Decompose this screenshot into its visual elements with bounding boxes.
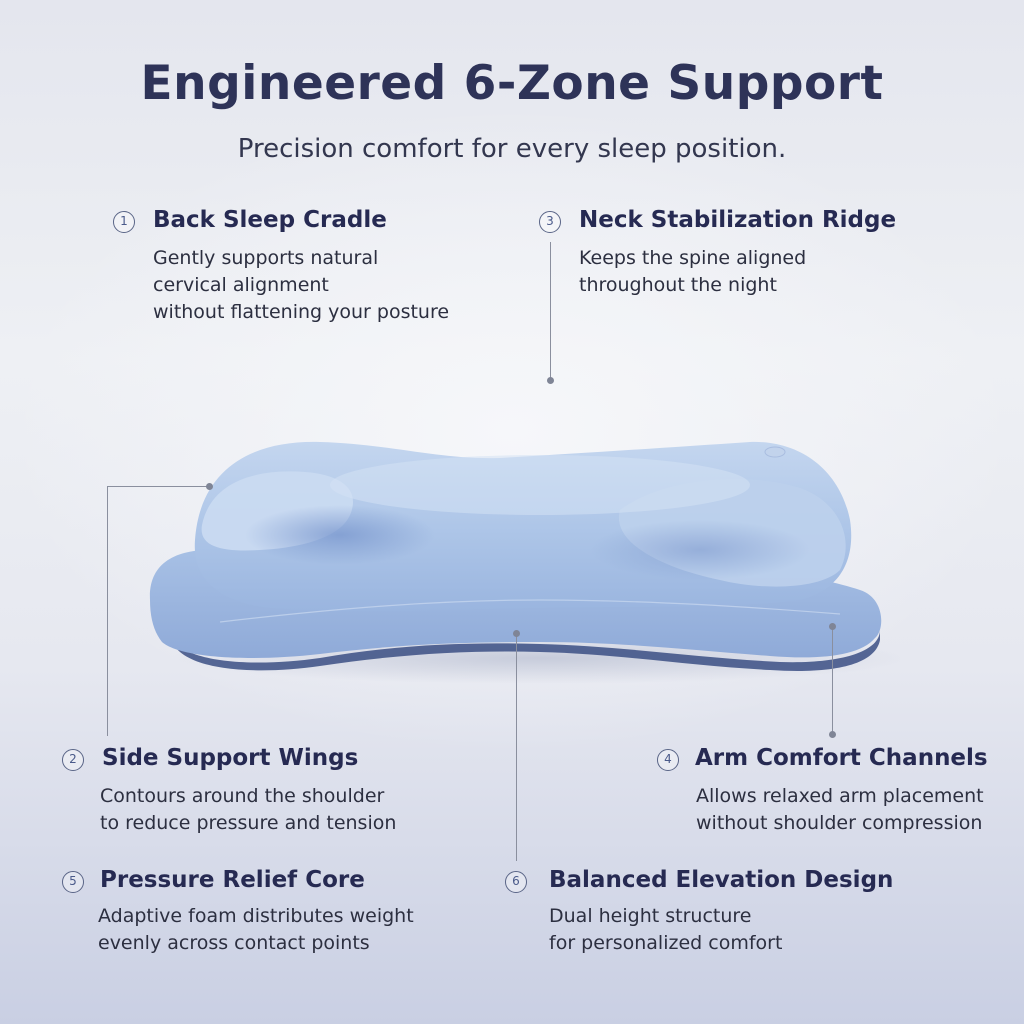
number-badge-2: 2 <box>62 749 84 771</box>
number-badge-1: 1 <box>113 211 135 233</box>
feature-title: Pressure Relief Core <box>100 867 365 893</box>
feature-description: Keeps the spine aligned throughout the n… <box>579 247 807 296</box>
number-badge-5: 5 <box>62 871 84 893</box>
feature-title: Neck Stabilization Ridge <box>579 207 897 233</box>
feature-description: Contours around the shoulder to reduce p… <box>100 785 397 834</box>
feature-description: Allows relaxed arm placement without sho… <box>696 785 984 834</box>
page-title: Engineered 6-Zone Support <box>140 56 884 111</box>
feature-title: Arm Comfort Channels <box>695 745 988 771</box>
feature-description: Dual height structure for personalized c… <box>549 905 783 954</box>
number-badge-6: 6 <box>505 871 527 893</box>
pillow-illustration <box>149 441 900 684</box>
feature-description: Adaptive foam distributes weight evenly … <box>98 905 414 954</box>
number-badge-4: 4 <box>657 749 679 771</box>
feature-title: Balanced Elevation Design <box>549 867 894 893</box>
feature-title: Side Support Wings <box>102 745 359 771</box>
page-subtitle: Precision comfort for every sleep positi… <box>237 134 787 164</box>
feature-description: Gently supports natural cervical alignme… <box>153 247 450 323</box>
number-badge-3: 3 <box>539 211 561 233</box>
feature-title: Back Sleep Cradle <box>153 207 387 233</box>
